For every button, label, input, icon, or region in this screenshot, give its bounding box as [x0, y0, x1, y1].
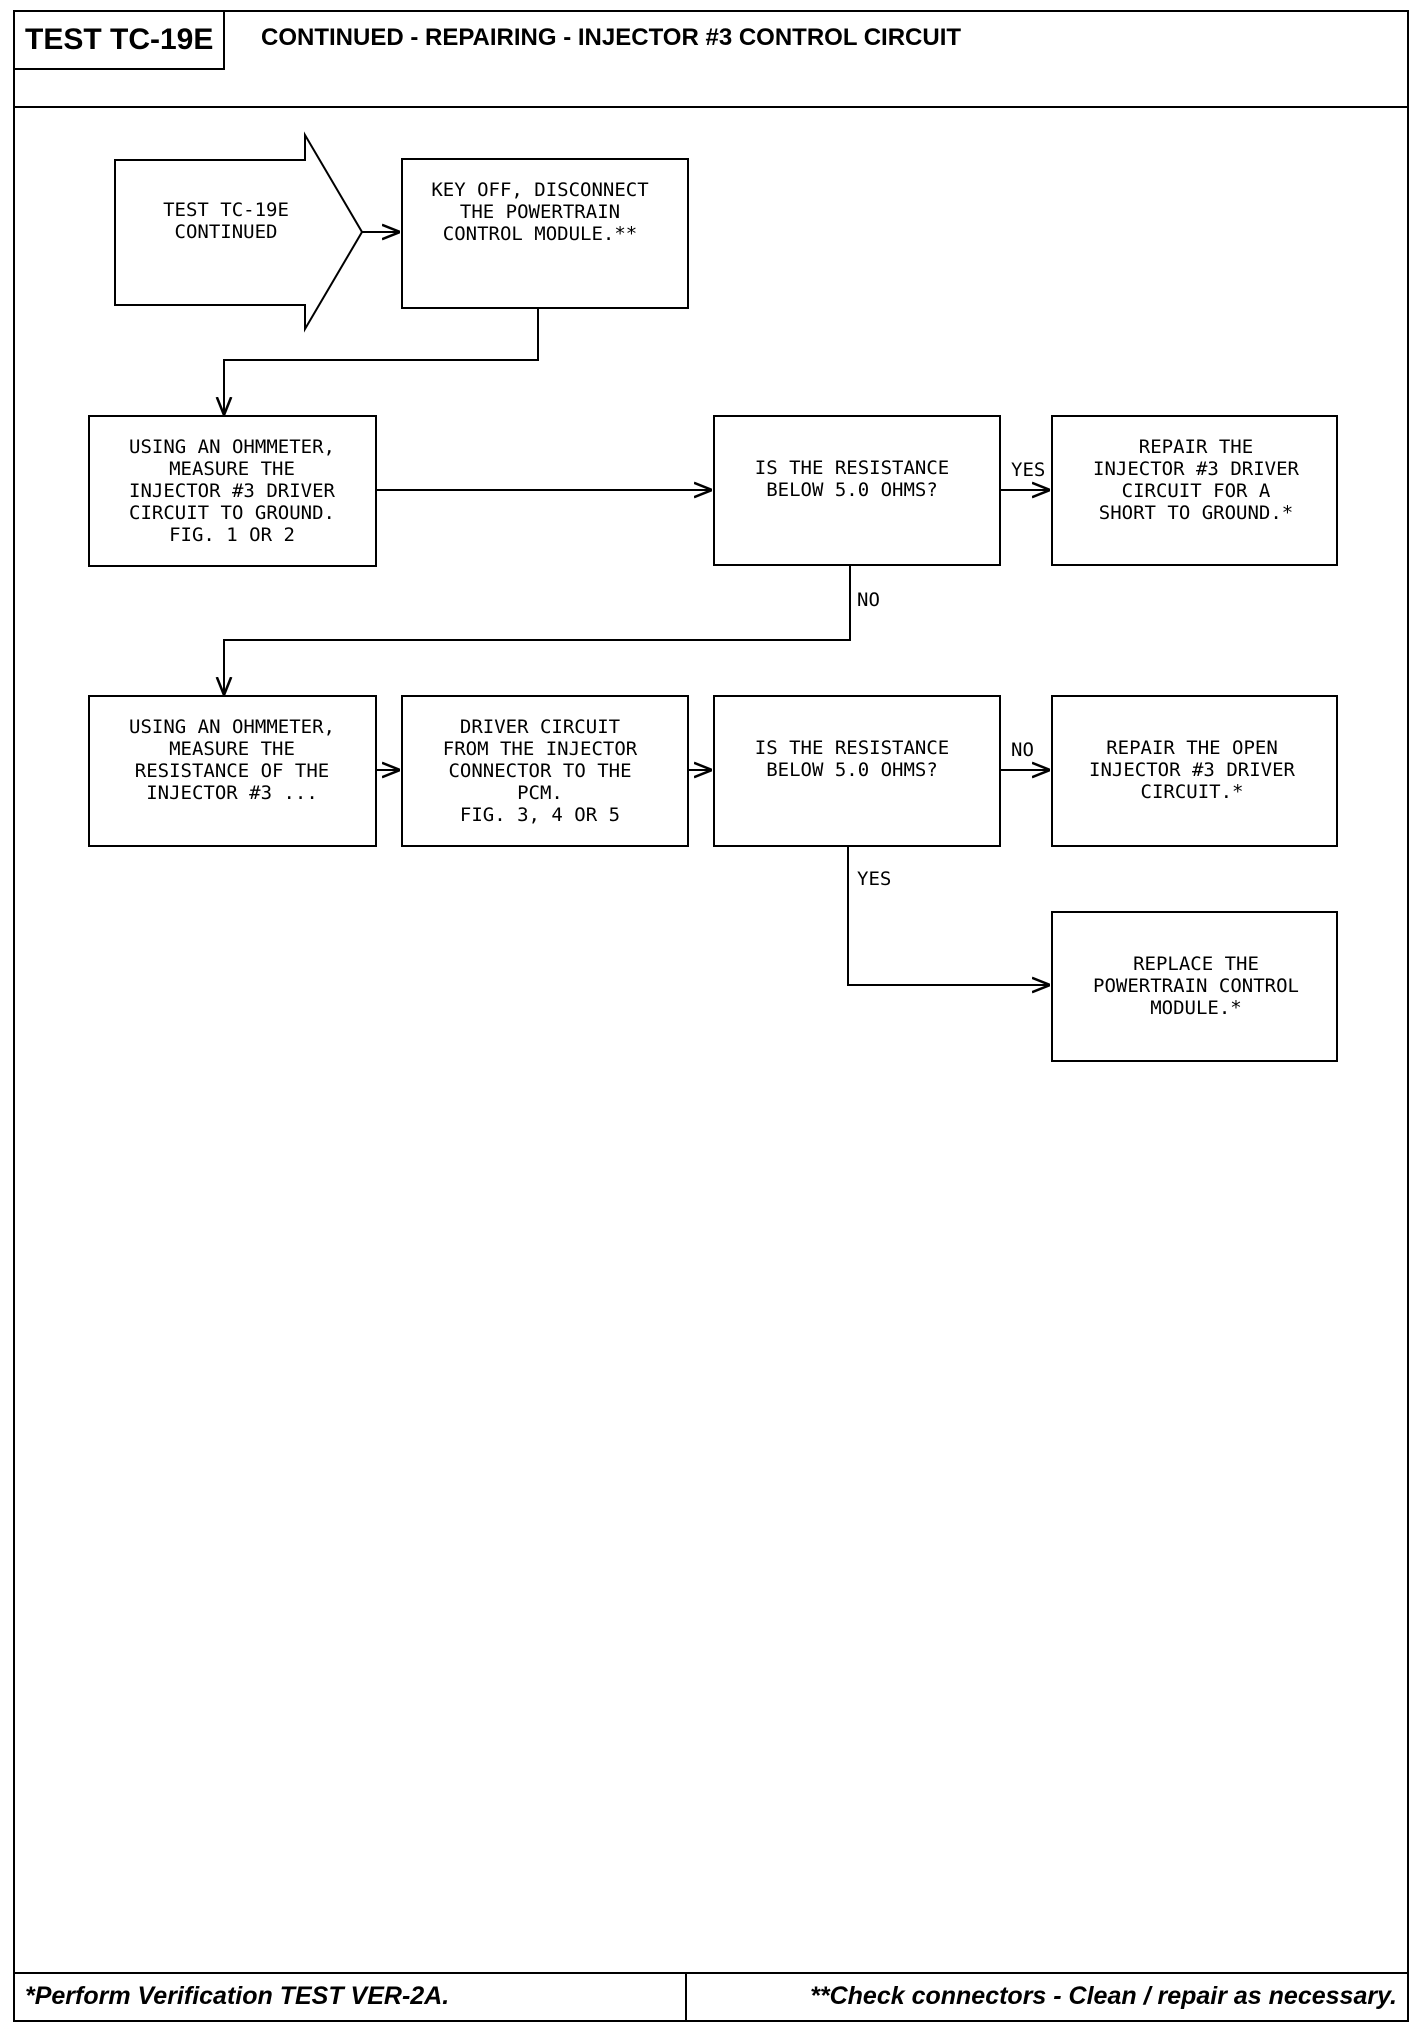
box-key-off [401, 158, 689, 309]
box-measure-resistance [88, 695, 377, 847]
connector-decision-1-no [224, 565, 851, 695]
node-text-line: REPLACE THE [1133, 953, 1259, 975]
node-text-line: FROM THE INJECTOR [443, 738, 638, 760]
node-text-line: BELOW 5.0 OHMS? [766, 759, 938, 781]
node-text-line: REPAIR THE [1139, 436, 1253, 458]
node-text-line: POWERTRAIN CONTROL [1093, 975, 1299, 997]
box-replace-pcm [1051, 911, 1338, 1062]
node-text-line: MEASURE THE [169, 738, 295, 760]
node-text-line: USING AN OHMMETER, [129, 436, 335, 458]
node-text-line: CONNECTOR TO THE [448, 760, 631, 782]
node-text-line: CIRCUIT.* [1141, 781, 1244, 803]
connector-decision-2-yes [847, 845, 1050, 985]
test-id-badge: TEST TC-19E [15, 12, 226, 70]
node-text-line: BELOW 5.0 OHMS? [766, 479, 938, 501]
label-d2-yes: YES [857, 868, 891, 890]
node-text-line: CIRCUIT FOR A [1122, 480, 1271, 502]
box-decision-2 [713, 695, 1001, 847]
node-text-line: CIRCUIT TO GROUND. [129, 502, 335, 524]
box-repair-open [1051, 695, 1338, 847]
node-text-line: MEASURE THE [169, 458, 295, 480]
node-text-line: FIG. 1 OR 2 [169, 524, 295, 546]
document-frame: TEST TC-19E CONTINUED - REPAIRING - INJE… [13, 10, 1409, 2022]
node-text-line: REPAIR THE OPEN [1106, 737, 1278, 759]
header: TEST TC-19E CONTINUED - REPAIRING - INJE… [15, 12, 1407, 108]
node-text-line: THE POWERTRAIN [460, 201, 620, 223]
start-arrow-shape [114, 131, 364, 333]
box-repair-short [1051, 415, 1338, 566]
box-driver-circuit [401, 695, 689, 847]
node-text-line: INJECTOR #3 DRIVER [1089, 759, 1295, 781]
footer-divider [685, 1974, 687, 2020]
node-text-line: INJECTOR #3 ... [146, 782, 318, 804]
node-text-line: DRIVER CIRCUIT [460, 716, 620, 738]
node-text-line: CONTROL MODULE.** [443, 223, 637, 245]
footer-note-connectors: **Check connectors - Clean / repair as n… [810, 1982, 1397, 2010]
footer: *Perform Verification TEST VER-2A. **Che… [15, 1972, 1407, 2020]
node-text-line: INJECTOR #3 DRIVER [129, 480, 335, 502]
page-title: CONTINUED - REPAIRING - INJECTOR #3 CONT… [261, 24, 962, 51]
node-text-line: TEST TC-19E [163, 199, 289, 221]
node-text-line: KEY OFF, DISCONNECT [431, 179, 648, 201]
label-d1-yes: YES [1011, 459, 1045, 481]
label-d1-no: NO [857, 589, 880, 611]
box-decision-1 [713, 415, 1001, 566]
node-text-line: IS THE RESISTANCE [755, 737, 949, 759]
box-measure-ground [88, 415, 377, 567]
node-text-line: PCM. [517, 782, 563, 804]
node-text-line: CONTINUED [175, 221, 278, 243]
node-text-line: RESISTANCE OF THE [135, 760, 329, 782]
footer-note-verification: *Perform Verification TEST VER-2A. [25, 1982, 450, 2010]
label-d2-no: NO [1011, 739, 1034, 761]
connector-keyoff-to-measure-ground [224, 308, 539, 415]
node-text-line: FIG. 3, 4 OR 5 [460, 804, 620, 826]
node-text-line: INJECTOR #3 DRIVER [1093, 458, 1299, 480]
node-text-line: USING AN OHMMETER, [129, 716, 335, 738]
node-text-line: MODULE.* [1150, 997, 1242, 1019]
node-text-line: SHORT TO GROUND.* [1099, 502, 1293, 524]
node-text-line: IS THE RESISTANCE [755, 457, 949, 479]
